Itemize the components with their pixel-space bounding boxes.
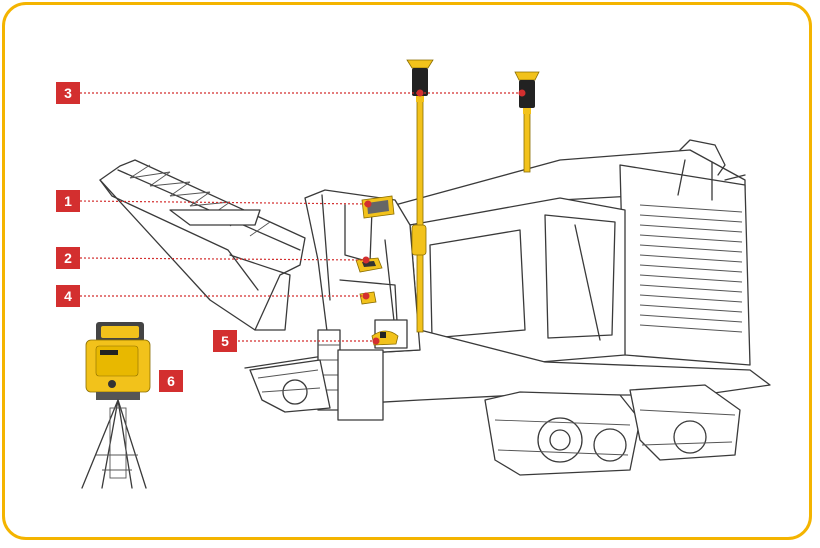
track-left — [249, 359, 331, 413]
callout-badge-4: 4 — [56, 285, 80, 307]
target-dot-5 — [372, 337, 380, 345]
target-dot-4 — [362, 292, 370, 300]
track-rear-right — [629, 384, 741, 461]
callout-badge-3: 3 — [56, 82, 80, 104]
callout-badge-5: 5 — [213, 330, 237, 352]
operator-platform — [304, 189, 421, 421]
engine-grille — [639, 204, 743, 333]
gps-mast-right — [514, 71, 540, 173]
leader-line-1 — [79, 200, 369, 205]
callout-badge-2: 2 — [56, 247, 80, 269]
target-dot-1 — [364, 200, 372, 208]
target-dot-2 — [362, 256, 370, 264]
track-front-right — [484, 391, 641, 476]
callout-badge-6: 6 — [159, 370, 183, 392]
gps-mast-left — [406, 59, 434, 333]
callout-badge-1: 1 — [56, 190, 80, 212]
target-dot-3a — [416, 89, 424, 97]
machine-body — [244, 139, 771, 406]
rotating-laser-tripod — [81, 322, 151, 489]
conveyor-arm — [99, 159, 306, 331]
target-dot-3b — [518, 89, 526, 97]
